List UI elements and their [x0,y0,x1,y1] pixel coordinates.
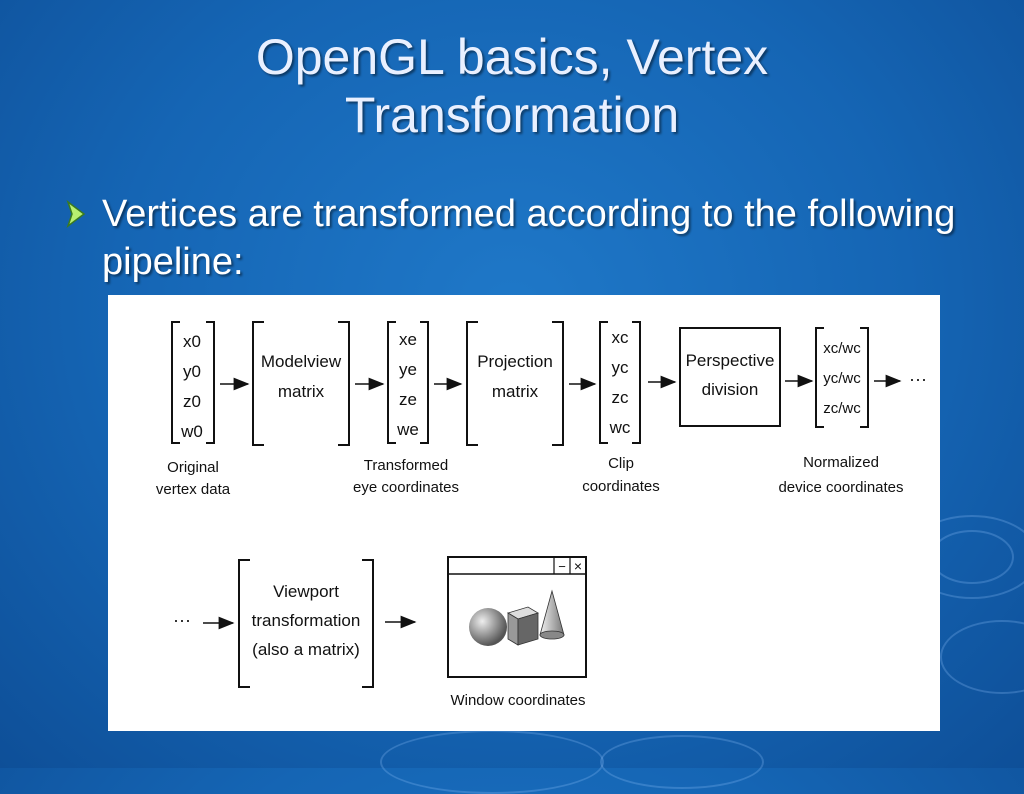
close-icon: × [574,558,582,574]
slide-title: OpenGL basics, Vertex Transformation [0,28,1024,144]
projection-label-2: matrix [492,382,539,401]
decorative-ripple [600,735,764,789]
perspective-label-2: division [702,380,759,399]
ndc-caption-1: Normalized [803,454,879,471]
ndc-y: yc/wc [823,370,861,387]
clip-vector [599,321,641,444]
eye-y: ye [399,360,417,379]
ndc-x: xc/wc [823,340,861,357]
original-caption-2: vertex data [156,481,231,498]
modelview-label-1: Modelview [261,352,342,371]
decorative-ripple [940,620,1024,694]
eye-caption-1: Transformed [364,457,448,474]
original-caption-1: Original [167,459,219,476]
modelview-matrix [252,321,350,446]
original-y: y0 [183,362,201,381]
arrow-bullet-icon [66,199,86,229]
window-caption: Window coordinates [450,692,585,709]
eye-w: we [396,420,419,439]
ndc-z: zc/wc [823,400,861,417]
decorative-ripple [380,730,604,794]
ndc-vector [815,327,869,428]
clip-z: zc [612,388,630,407]
perspective-label-1: Perspective [686,351,775,370]
clip-caption-2: coordinates [582,478,660,495]
perspective-division-box [679,327,781,427]
clip-y: yc [612,358,630,377]
eye-x: xe [399,330,417,349]
bullet-text: Vertices are transformed according to th… [102,193,956,283]
minimize-icon: − [558,559,566,574]
viewport-matrix [238,559,374,688]
projection-matrix [466,321,564,446]
clip-caption-1: Clip [608,455,634,472]
ndc-caption-2: device coordinates [778,479,903,496]
original-w: w0 [180,422,203,441]
original-vector [171,321,215,444]
ellipsis-top: ··· [909,369,927,389]
ellipsis-bottom: ··· [173,610,191,630]
eye-vector [387,321,429,444]
cube-shape [507,606,539,646]
clip-w: wc [609,418,631,437]
window-illustration: − × [447,556,587,678]
original-z: z0 [183,392,201,411]
viewport-label-2: transformation [252,611,361,630]
viewport-label-1: Viewport [273,582,339,601]
title-line-2: Transformation [344,87,680,143]
eye-z: ze [399,390,417,409]
clip-x: xc [612,328,630,347]
projection-label-1: Projection [477,352,553,371]
viewport-label-3: (also a matrix) [252,640,360,659]
modelview-label-2: matrix [278,382,325,401]
eye-caption-2: eye coordinates [353,479,459,496]
title-line-1: OpenGL basics, Vertex [255,29,769,85]
original-x: x0 [183,332,201,351]
sphere-shape [469,608,507,646]
pipeline-figure: x0 y0 z0 w0 Original vertex data Modelvi… [108,295,940,731]
cone-shape [539,589,565,640]
pipeline-diagram: x0 y0 z0 w0 Original vertex data Modelvi… [156,321,927,709]
